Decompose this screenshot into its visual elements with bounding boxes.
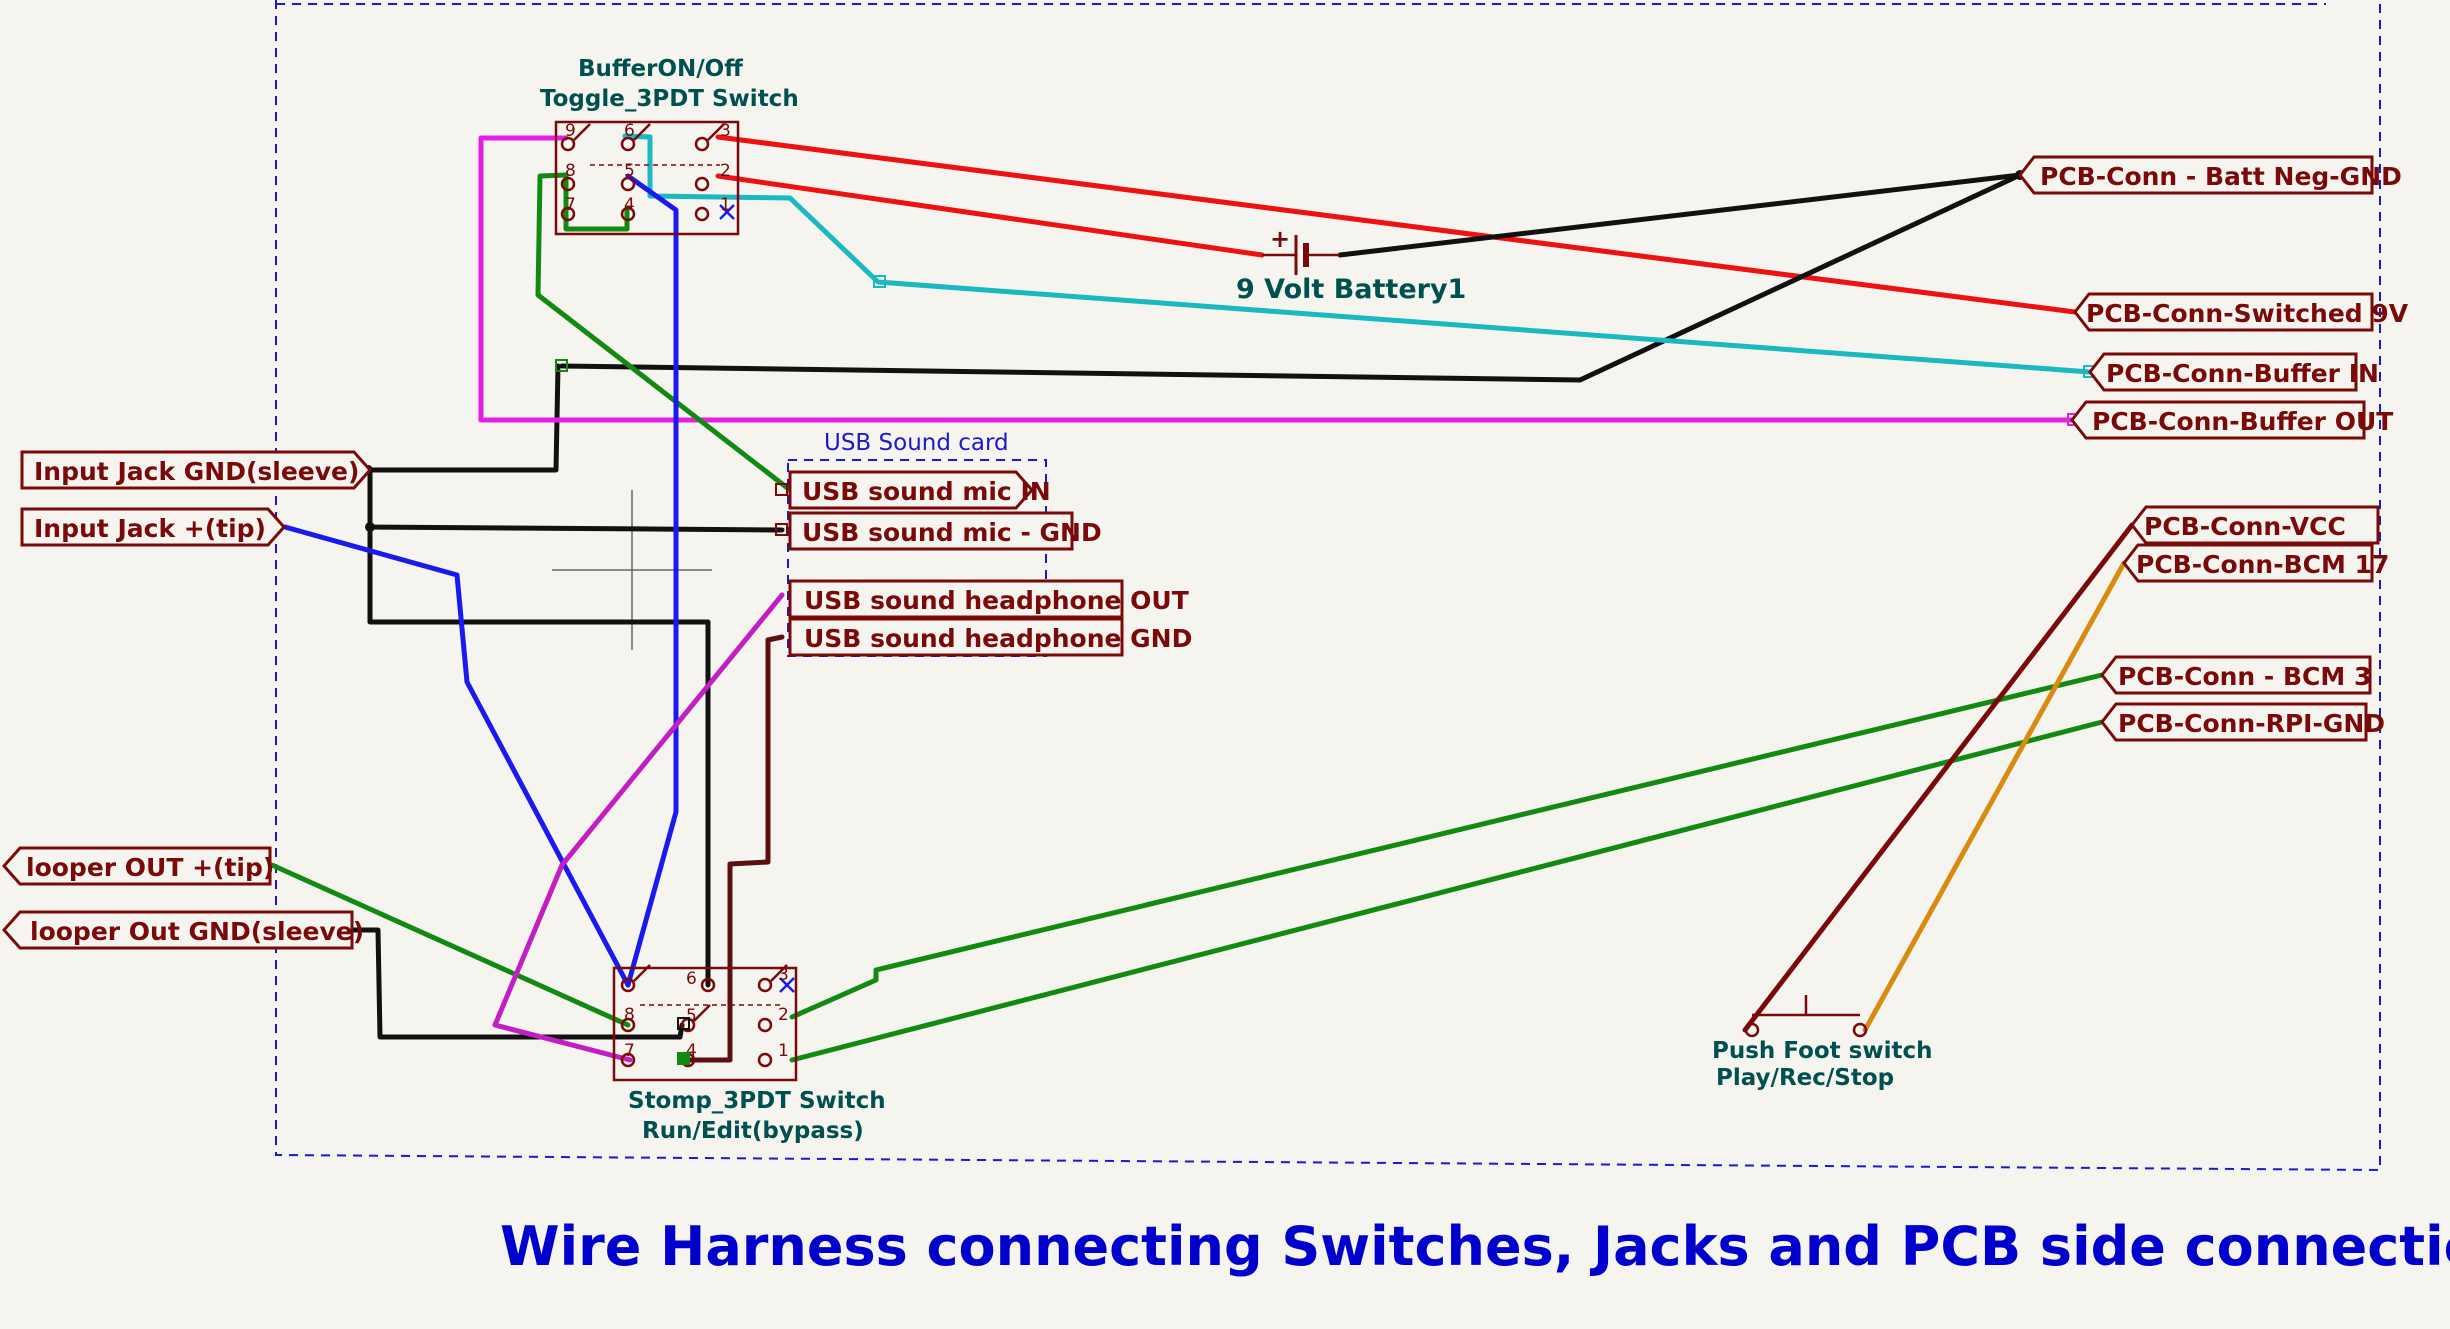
wire-black-batt-neg [1337, 172, 2023, 258]
toggle-pin-3: 3 [720, 121, 731, 141]
label-usb-headphone-out[interactable]: USB sound headphone OUT [788, 579, 1189, 619]
label-input-jack-tip[interactable]: Input Jack +(tip) [20, 507, 287, 547]
toggle-pin-6: 6 [624, 121, 635, 141]
toggle-pin-4: 4 [624, 195, 635, 215]
label-looper-out-tip[interactable]: looper OUT +(tip) [1, 846, 274, 886]
diagram-title: Wire Harness connecting Switches, Jacks … [500, 1215, 2450, 1278]
svg-text:looper OUT +(tip): looper OUT +(tip) [26, 853, 274, 882]
wire-purple-headphone-out [492, 592, 785, 1063]
label-input-jack-gnd[interactable]: Input Jack GND(sleeve) [20, 450, 373, 490]
svg-text:PCB-Conn-Switched 9V: PCB-Conn-Switched 9V [2086, 299, 2409, 328]
stomp-pin-4: 4 [686, 1041, 697, 1061]
svg-text:PCB-Conn-BCM 17: PCB-Conn-BCM 17 [2136, 550, 2389, 579]
wire-red-battery-plus [715, 173, 1265, 258]
svg-text:PCB-Conn-Buffer OUT: PCB-Conn-Buffer OUT [2092, 407, 2393, 436]
toggle-pin-1: 1 [720, 195, 731, 215]
wire-green-rpi-gnd [789, 719, 2105, 1063]
push-foot-switch[interactable]: Push Foot switch Play/Rec/Stop [1712, 995, 1933, 1091]
label-looper-out-gnd[interactable]: looper Out GND(sleeve) [1, 910, 364, 950]
toggle-ref: BufferON/Off [578, 56, 743, 82]
label-switched-9v[interactable]: PCB-Conn-Switched 9V [2073, 292, 2409, 332]
foot-switch-ref: Push Foot switch [1712, 1038, 1933, 1064]
battery-plus-sign: + [1270, 225, 1290, 253]
label-rpi-gnd[interactable]: PCB-Conn-RPI-GND [2100, 702, 2385, 742]
label-bcm17[interactable]: PCB-Conn-BCM 17 [2122, 543, 2389, 583]
wire-green-toggle-link [563, 173, 630, 232]
toggle-pin-2: 2 [720, 161, 731, 181]
svg-text:looper Out GND(sleeve): looper Out GND(sleeve) [30, 917, 364, 946]
wire-black-looper-gnd [349, 927, 685, 1040]
wire-blue-input-tip [282, 524, 631, 988]
toggle-pin-8: 8 [565, 161, 576, 181]
label-usb-headphone-gnd[interactable]: USB sound headphone GND [788, 617, 1192, 657]
stomp-pin-7: 7 [624, 1041, 635, 1061]
svg-text:USB sound headphone GND: USB sound headphone GND [804, 624, 1192, 653]
wire-black-input-gnd [369, 363, 561, 473]
wire-green-looper-tip [269, 862, 631, 1028]
wire-maroon-vcc [1742, 522, 2135, 1033]
label-buffer-in[interactable]: PCB-Conn-Buffer IN [2088, 352, 2379, 392]
stomp-pin-8: 8 [624, 1005, 635, 1025]
wire-green-mic-in [535, 172, 793, 493]
foot-switch-value: Play/Rec/Stop [1716, 1065, 1894, 1091]
stomp-3pdt-switch[interactable]: Stomp_3PDT Switch Run/Edit(bypass) 6 8 5… [612, 964, 886, 1144]
wire-red-switched-9v [715, 134, 2078, 315]
svg-text:Input Jack GND(sleeve): Input Jack GND(sleeve) [34, 457, 359, 486]
toggle-3pdt-switch[interactable]: BufferON/Off Toggle_3PDT Switch 9 8 7 6 … [540, 56, 799, 236]
svg-text:PCB-Conn - Batt Neg-GND: PCB-Conn - Batt Neg-GND [2040, 162, 2402, 191]
sheet-border [275, 0, 2381, 1172]
toggle-pin-9: 9 [565, 121, 576, 141]
stomp-pin-6: 6 [686, 969, 697, 989]
svg-text:PCB-Conn-Buffer IN: PCB-Conn-Buffer IN [2106, 359, 2379, 388]
label-buffer-out[interactable]: PCB-Conn-Buffer OUT [2070, 400, 2393, 440]
label-usb-mic-in[interactable]: USB sound mic IN [788, 470, 1051, 510]
toggle-pin-7: 7 [565, 195, 576, 215]
label-bcm3[interactable]: PCB-Conn - BCM 3 [2100, 655, 2372, 695]
label-usb-mic-gnd[interactable]: USB sound mic - GND [788, 511, 1102, 551]
svg-text:PCB-Conn - BCM 3: PCB-Conn - BCM 3 [2118, 662, 2371, 691]
wire-darkred-headphone-gnd [685, 634, 785, 1063]
toggle-value: Toggle_3PDT Switch [540, 86, 799, 112]
stomp-pin-2: 2 [778, 1005, 789, 1025]
battery-9v[interactable]: + 9 Volt Battery1 [1236, 225, 1466, 305]
wire-magenta-buffer-out [478, 135, 2075, 423]
toggle-pin-5: 5 [624, 161, 635, 181]
wire-blue-toggle-to-stomp [625, 173, 679, 988]
battery-name: 9 Volt Battery1 [1236, 274, 1466, 305]
stomp-ref: Stomp_3PDT Switch [628, 1088, 886, 1114]
usb-soundcard-title: USB Sound card [824, 430, 1009, 456]
wire-black-ground-chain [559, 172, 2023, 383]
wire-orange-bcm17 [1862, 560, 2127, 1033]
stomp-pin-5: 5 [686, 1006, 697, 1026]
svg-text:USB sound mic - GND: USB sound mic - GND [802, 518, 1102, 547]
stomp-value: Run/Edit(bypass) [642, 1118, 864, 1144]
wire-green-bcm3 [789, 672, 2105, 1020]
svg-text:Input Jack +(tip): Input Jack +(tip) [34, 514, 266, 543]
label-vcc[interactable]: PCB-Conn-VCC [2130, 505, 2380, 545]
stomp-pin-1: 1 [778, 1041, 789, 1061]
svg-text:PCB-Conn-RPI-GND: PCB-Conn-RPI-GND [2118, 709, 2385, 738]
stomp-pin-3: 3 [778, 965, 789, 985]
label-batt-neg-gnd[interactable]: PCB-Conn - Batt Neg-GND [2018, 155, 2402, 195]
wire-black-stomp-gnd [367, 524, 711, 988]
wire-black-mic-gnd [367, 467, 785, 533]
svg-text:USB sound headphone OUT: USB sound headphone OUT [804, 586, 1189, 615]
svg-text:USB sound mic IN: USB sound mic IN [802, 477, 1051, 506]
svg-text:PCB-Conn-VCC: PCB-Conn-VCC [2144, 512, 2346, 541]
